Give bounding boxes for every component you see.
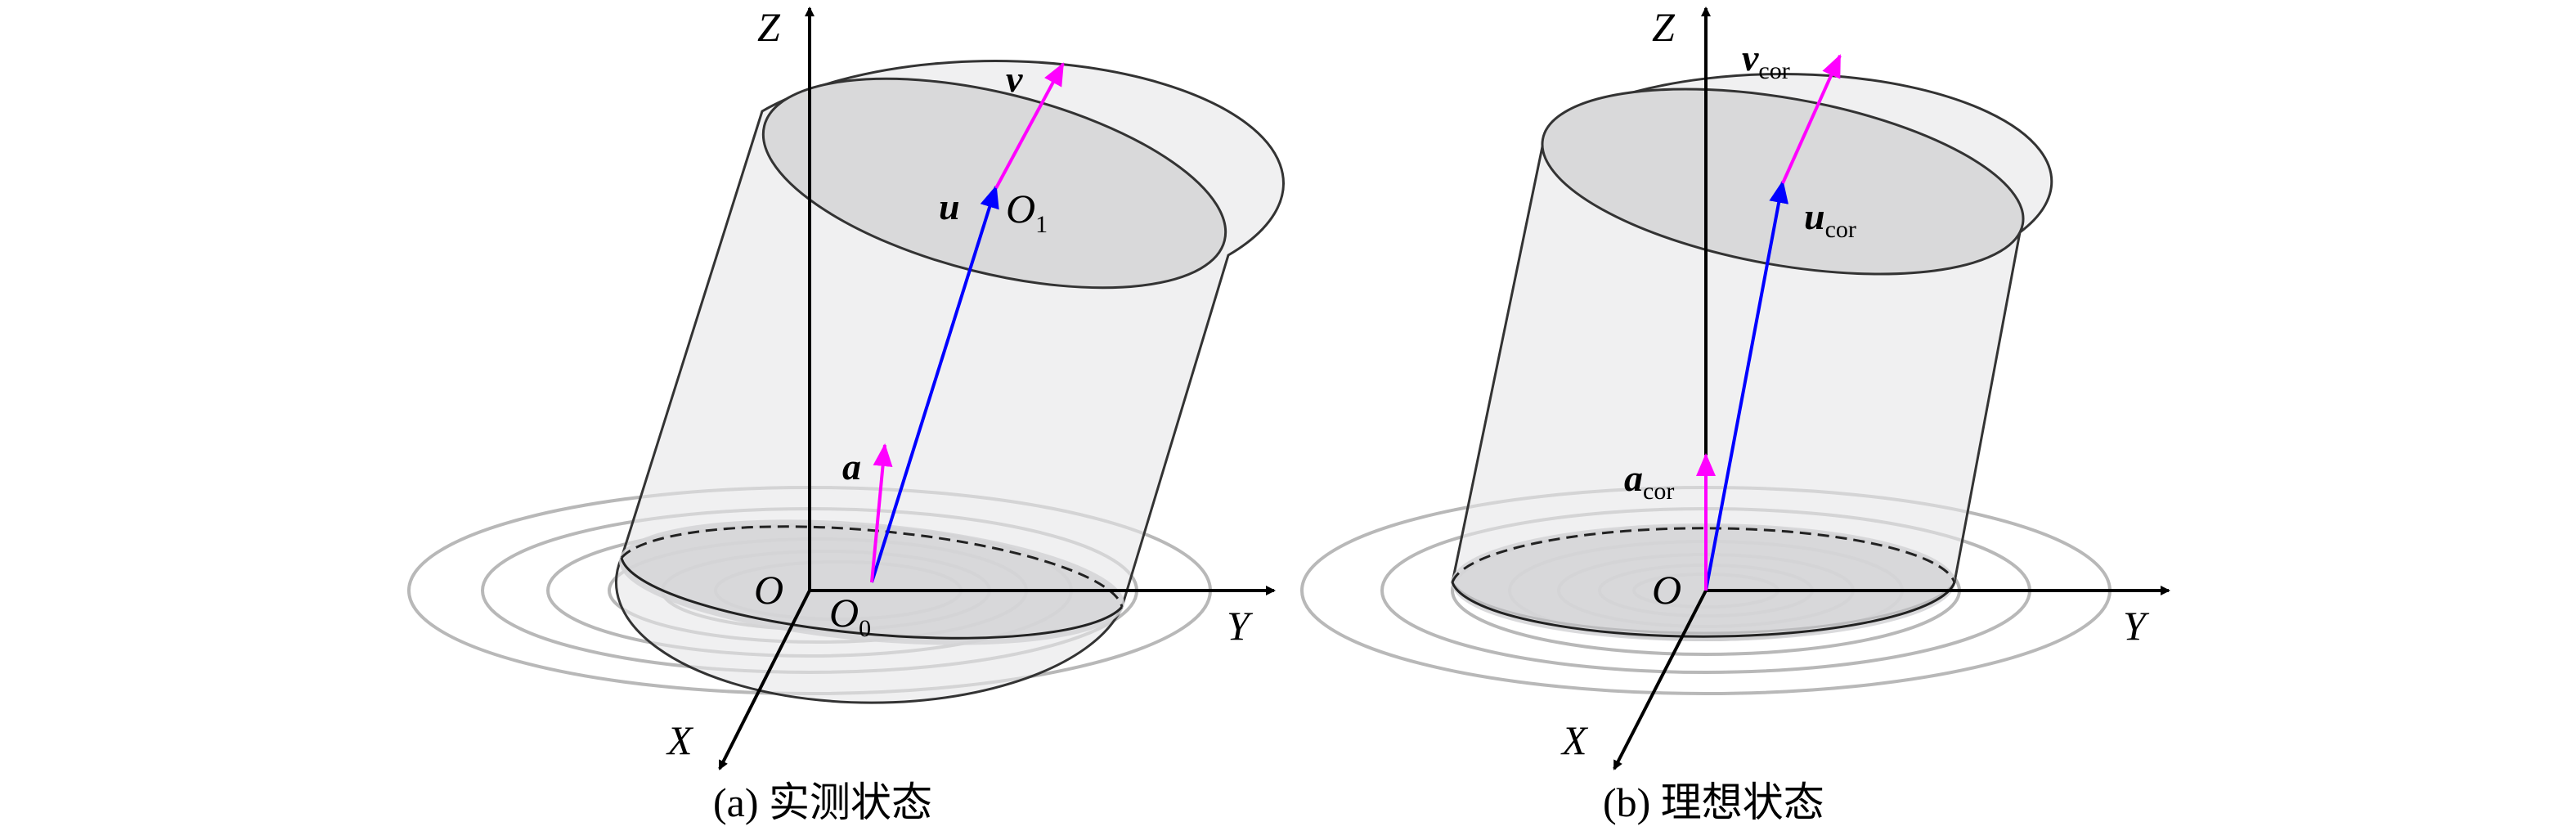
- caption-a: (a) 实测状态: [713, 779, 932, 825]
- panel-b: Z Y X O ucor vcor acor (b) 理想状态: [1300, 4, 2170, 825]
- label-y: Y: [2123, 603, 2150, 649]
- vector-v: [994, 62, 1065, 189]
- label-u: u: [939, 186, 960, 227]
- label-origin: O: [1652, 567, 1681, 613]
- label-y: Y: [1227, 603, 1254, 649]
- vector-a: [870, 443, 893, 583]
- label-a: a: [842, 446, 861, 487]
- label-z: Z: [757, 4, 781, 50]
- x-axis: [718, 590, 811, 770]
- label-z: Z: [1652, 4, 1676, 50]
- vector-v: [1781, 54, 1842, 184]
- x-axis: [1613, 590, 1708, 770]
- cylinder-bottom-face: [1452, 523, 1955, 641]
- vector-u: [1704, 180, 1788, 591]
- label-o0: O0: [829, 590, 871, 642]
- vector-u: [870, 185, 999, 583]
- label-x: X: [1560, 717, 1589, 763]
- cylinder-bottom-dashed-edge: [1451, 527, 1956, 583]
- cylinder-bottom-solid-edge: [620, 557, 1124, 640]
- label-u-cor: ucor: [1804, 195, 1856, 243]
- caption-b: (b) 理想状态: [1603, 779, 1824, 825]
- label-v: v: [1006, 58, 1023, 100]
- label-x: X: [666, 717, 694, 763]
- label-origin: O: [754, 567, 783, 613]
- label-a-cor: acor: [1624, 457, 1674, 505]
- label-o1: O1: [1006, 186, 1048, 238]
- label-v-cor: vcor: [1742, 37, 1790, 84]
- cylinder-top-face: [761, 77, 1227, 290]
- cylinder-bottom-solid-edge: [1451, 582, 1956, 638]
- panel-a: Z Y X O O0 O1 u v a (a) 实测状态: [407, 4, 1285, 825]
